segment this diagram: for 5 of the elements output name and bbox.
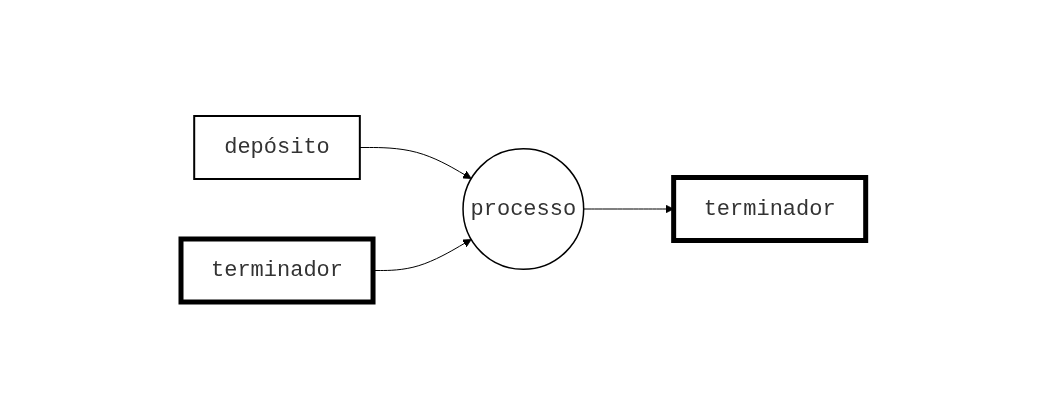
node-box: terminador xyxy=(671,174,869,243)
node-box: terminador xyxy=(178,236,376,304)
arrow xyxy=(359,146,472,179)
node-circle: processo xyxy=(462,147,585,270)
node-box: depósito xyxy=(193,114,361,180)
